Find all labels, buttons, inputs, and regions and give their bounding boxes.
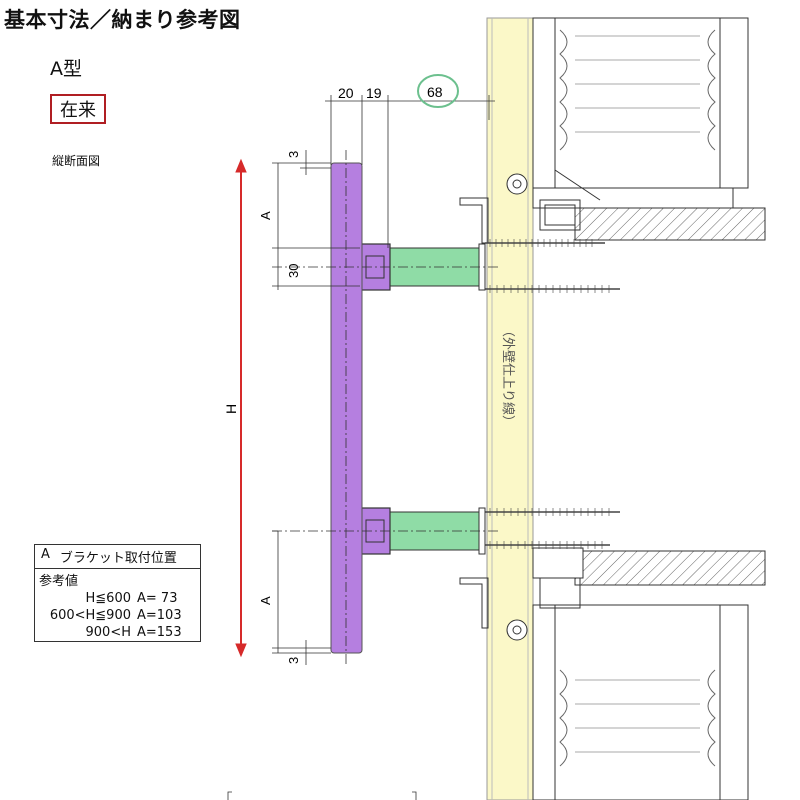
table-row: H≦600 A= 73 — [85, 591, 178, 606]
table-header-a: A — [41, 547, 50, 562]
screws — [485, 239, 620, 549]
dim-a-bottom: A — [258, 596, 273, 605]
dim-h: H — [223, 404, 239, 414]
dim-3-top: 3 — [286, 151, 301, 158]
bracket-position-table: A ブラケット取付位置 参考値 H≦600 A= 73 600<H≦900 A=… — [34, 544, 201, 642]
page-title: 基本寸法／納まり参考図 — [4, 8, 241, 32]
handle-bar — [330, 162, 363, 654]
installation-badge: 在来 — [50, 94, 106, 124]
section-label: 縦断面図 — [52, 154, 101, 168]
table-row: 900<H A=153 — [85, 625, 182, 640]
wall-finish-band — [486, 17, 534, 800]
dim-19: 19 — [366, 85, 382, 101]
table-header-title: ブラケット取付位置 — [59, 551, 177, 566]
upper-wall-structure — [459, 17, 766, 244]
dim-20: 20 — [338, 85, 354, 101]
table-subtitle: 参考値 — [39, 574, 79, 589]
table-row: 600<H≦900 A=103 — [49, 608, 182, 623]
type-label: A型 — [50, 58, 82, 80]
wall-finish-label: （外壁仕上り線） — [500, 324, 516, 428]
dim-68: 68 — [427, 84, 443, 100]
top-dimensions — [325, 95, 495, 248]
height-arrow — [235, 158, 247, 658]
dim-68-highlight — [417, 74, 459, 108]
center-lines — [272, 150, 500, 665]
dim-3-bottom: 3 — [286, 657, 301, 664]
left-dimensions — [272, 150, 360, 665]
dim-a-top: A — [258, 211, 273, 220]
lower-wall-structure — [459, 547, 766, 800]
dim-30: 30 — [286, 264, 301, 278]
